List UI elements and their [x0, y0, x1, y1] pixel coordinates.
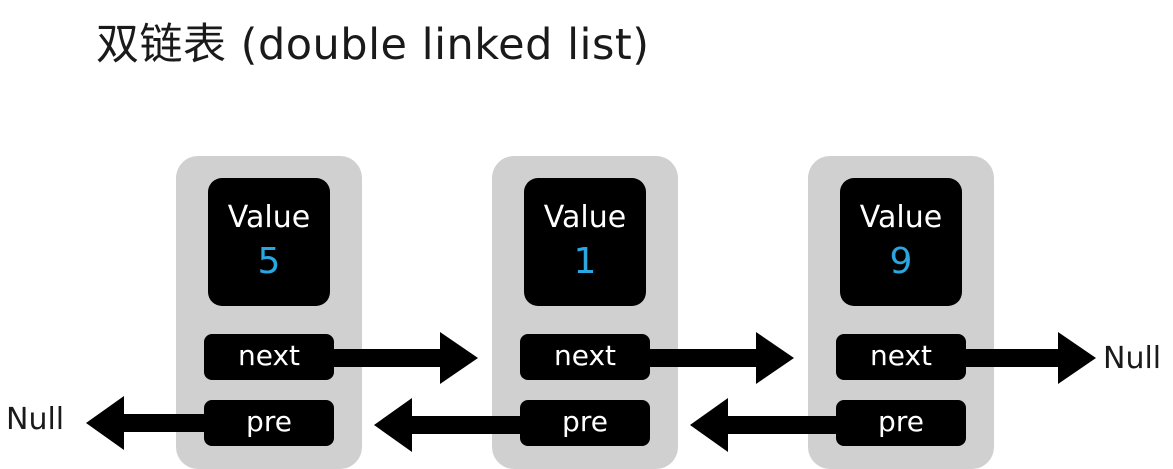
next-pointer: next — [836, 334, 966, 380]
list-node-3: Value 9 next pre — [808, 156, 994, 469]
node-value: 1 — [573, 241, 597, 282]
value-box: Value 9 — [840, 178, 962, 306]
next-arrow-1 — [334, 332, 478, 384]
null-right-label: Null — [1103, 341, 1162, 376]
diagram-title: 双链表 (double linked list) — [96, 20, 650, 70]
list-node-1: Value 5 next pre — [176, 156, 362, 469]
next-arrow-3 — [966, 332, 1096, 384]
value-label: Value — [859, 200, 943, 235]
value-box: Value 5 — [208, 178, 330, 306]
pre-pointer: pre — [520, 400, 650, 446]
pre-pointer: pre — [204, 400, 334, 446]
next-arrow-2 — [650, 332, 794, 384]
null-left-label: Null — [6, 402, 65, 437]
node-value: 5 — [257, 241, 281, 282]
pre-arrow-3 — [690, 398, 836, 452]
list-node-2: Value 1 next pre — [492, 156, 678, 469]
pre-pointer: pre — [836, 400, 966, 446]
pre-arrow-1 — [86, 396, 204, 450]
next-pointer: next — [520, 334, 650, 380]
next-pointer: next — [204, 334, 334, 380]
value-label: Value — [543, 200, 627, 235]
value-box: Value 1 — [524, 178, 646, 306]
node-value: 9 — [889, 241, 913, 282]
value-label: Value — [227, 200, 311, 235]
pre-arrow-2 — [374, 398, 520, 452]
